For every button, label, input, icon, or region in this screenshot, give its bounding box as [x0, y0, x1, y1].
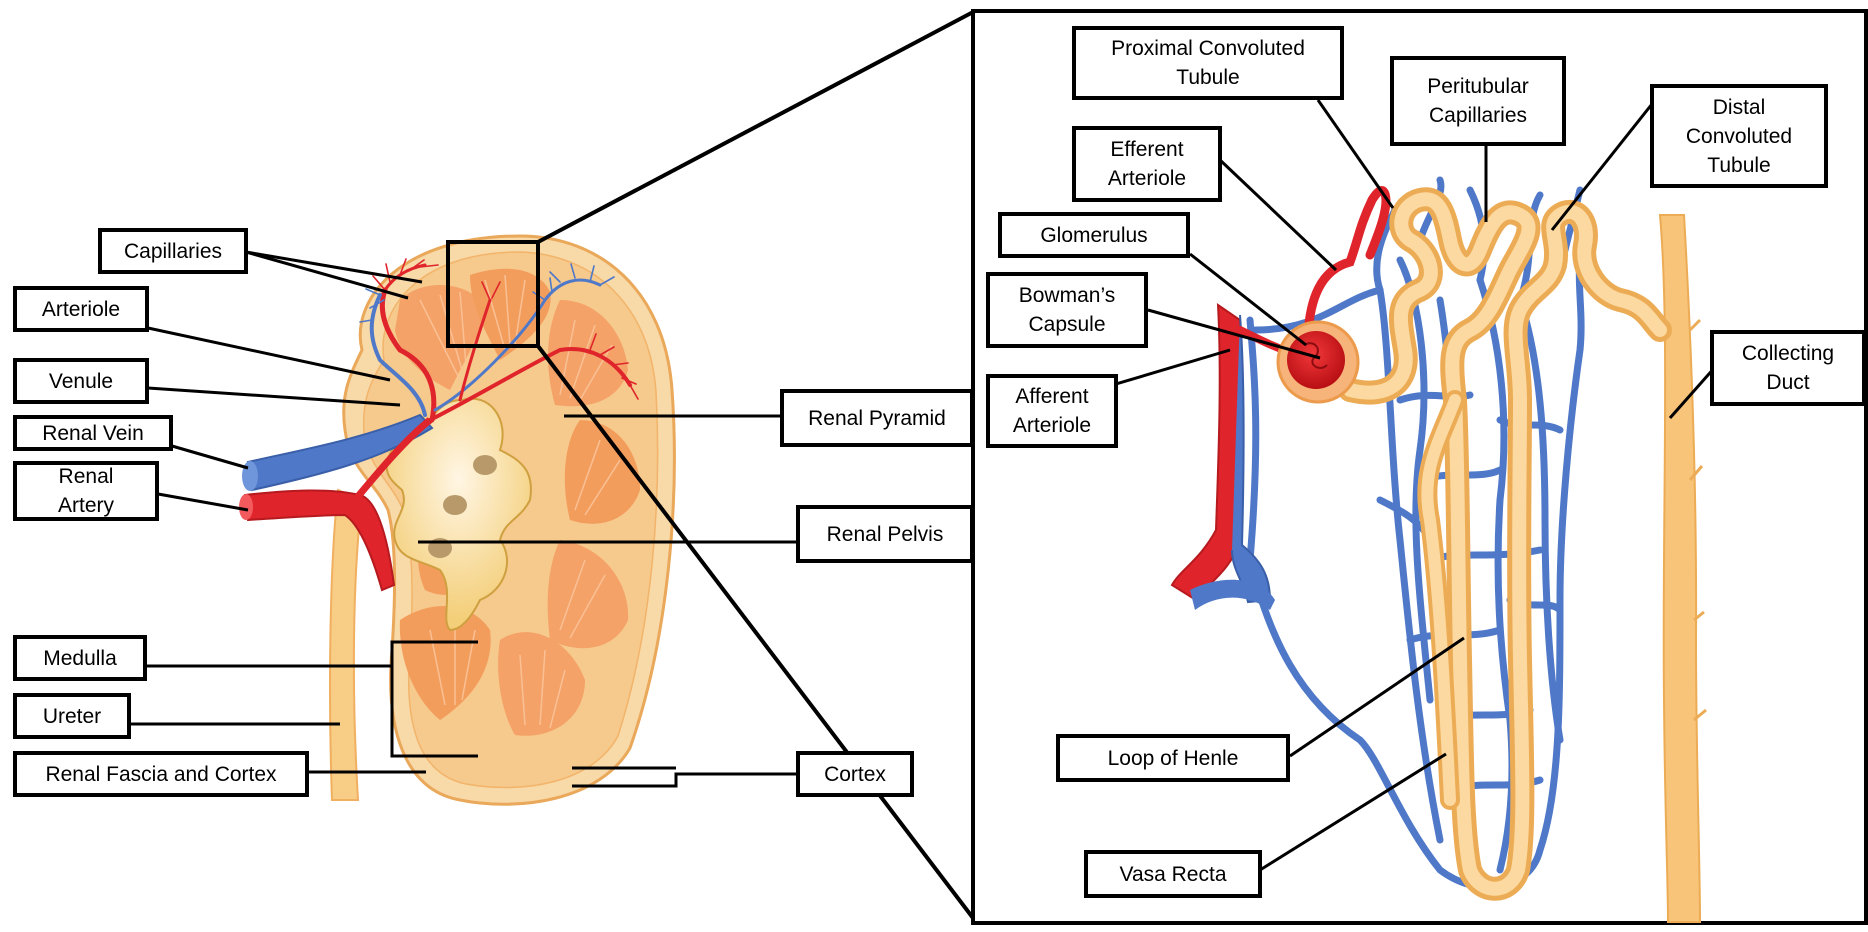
label-renal-fascia-cortex-text: Renal Fascia and Cortex [45, 760, 276, 789]
label-afferent-arteriole-text: Afferent Arteriole [1013, 382, 1091, 440]
label-renal-pelvis: Renal Pelvis [796, 505, 974, 563]
label-vasa-recta-text: Vasa Recta [1120, 860, 1227, 889]
label-bowmans-capsule-text: Bowman’s Capsule [1019, 281, 1116, 339]
label-bowmans-capsule: Bowman’s Capsule [986, 272, 1148, 348]
label-afferent-arteriole: Afferent Arteriole [986, 374, 1118, 448]
label-capillaries: Capillaries [98, 228, 248, 274]
label-loop-of-henle-text: Loop of Henle [1108, 744, 1239, 773]
label-arteriole-text: Arteriole [42, 295, 120, 324]
label-ureter: Ureter [13, 693, 131, 739]
label-renal-pyramid-text: Renal Pyramid [808, 404, 946, 433]
label-renal-artery: Renal Artery [13, 461, 159, 521]
label-peritubular-capillaries: Peritubular Capillaries [1390, 56, 1566, 146]
label-distal-convoluted-tubule-text: Distal Convoluted Tubule [1686, 93, 1792, 180]
label-collecting-duct: Collecting Duct [1710, 330, 1866, 406]
renal-artery-vessel [245, 490, 394, 590]
glomerulus-shape [1287, 331, 1345, 389]
label-proximal-convoluted-tubule: Proximal Convoluted Tubule [1072, 26, 1344, 100]
label-renal-fascia-cortex: Renal Fascia and Cortex [13, 751, 309, 797]
label-glomerulus-text: Glomerulus [1040, 221, 1147, 250]
nephron-illustration [1172, 180, 1706, 922]
label-renal-vein: Renal Vein [13, 415, 173, 451]
kidney-cross-section [239, 236, 674, 804]
label-efferent-arteriole-text: Efferent Arteriole [1108, 135, 1186, 193]
label-medulla-text: Medulla [43, 644, 117, 673]
label-venule-text: Venule [49, 367, 113, 396]
label-proximal-convoluted-tubule-text: Proximal Convoluted Tubule [1111, 34, 1305, 92]
label-cortex: Cortex [796, 751, 914, 797]
label-collecting-duct-text: Collecting Duct [1742, 339, 1834, 397]
label-peritubular-capillaries-text: Peritubular Capillaries [1427, 72, 1529, 130]
label-renal-vein-text: Renal Vein [42, 419, 144, 448]
label-vasa-recta: Vasa Recta [1084, 850, 1262, 898]
label-capillaries-text: Capillaries [124, 237, 222, 266]
label-ureter-text: Ureter [43, 702, 101, 731]
label-distal-convoluted-tubule: Distal Convoluted Tubule [1650, 84, 1828, 188]
label-medulla: Medulla [13, 635, 147, 681]
ureter-tube [330, 490, 362, 800]
label-arteriole: Arteriole [13, 286, 149, 332]
label-efferent-arteriole: Efferent Arteriole [1072, 126, 1222, 202]
label-loop-of-henle: Loop of Henle [1056, 734, 1290, 782]
label-venule: Venule [13, 358, 149, 404]
label-glomerulus: Glomerulus [998, 212, 1190, 258]
label-renal-pelvis-text: Renal Pelvis [827, 520, 944, 549]
label-cortex-text: Cortex [824, 760, 886, 789]
label-renal-artery-text: Renal Artery [58, 462, 114, 520]
label-renal-pyramid: Renal Pyramid [780, 389, 974, 447]
